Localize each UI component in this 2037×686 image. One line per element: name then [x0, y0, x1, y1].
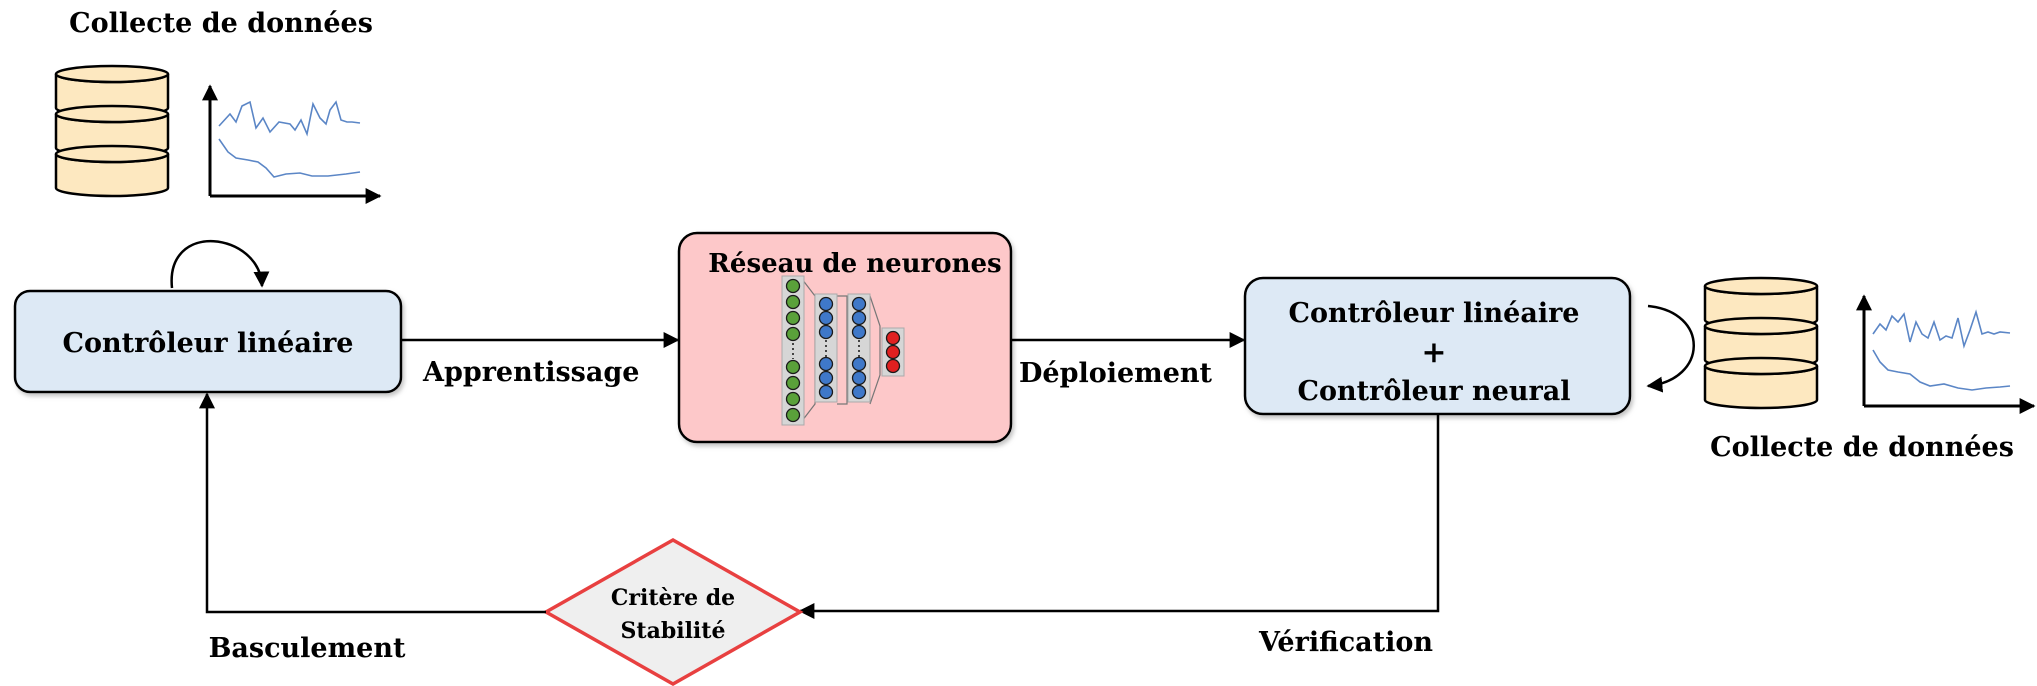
- learning-label: Apprentissage: [422, 357, 639, 388]
- neural-network-title: Réseau de neurones: [708, 249, 1001, 279]
- database-disk: [54, 64, 170, 118]
- database-icon-right: [1703, 276, 1819, 410]
- switching-arrow: [199, 392, 546, 614]
- neuron-node: [785, 391, 801, 407]
- neuron-node: [851, 310, 867, 326]
- linear-controller-rect: [13, 289, 403, 394]
- neuron-node: [785, 310, 801, 326]
- stability-criterion-diamond: Critère de Stabilité: [542, 537, 804, 686]
- stability-criterion-line2: Stabilité: [621, 618, 726, 644]
- chart-decaying-series: [218, 138, 361, 178]
- neuron-node: [818, 310, 834, 326]
- diamond-shape: [542, 537, 804, 686]
- timeseries-chart-icon-top: [202, 84, 382, 204]
- verification-arrow: [798, 414, 1440, 619]
- neuron-node: [785, 375, 801, 391]
- neural-network-graphic: [781, 275, 905, 426]
- neuron-layer: [814, 293, 838, 403]
- deployment-label: Déploiement: [1019, 358, 1213, 389]
- neuron-node: [851, 296, 867, 312]
- neuron-layer: [881, 327, 905, 377]
- self-loop-arrow: [170, 239, 270, 289]
- combined-controller-box: Contrôleur linéaire + Contrôleur neural: [1243, 276, 1632, 416]
- verification-label: Vérification: [1258, 627, 1433, 658]
- neuron-node: [851, 384, 867, 400]
- database-icon-top: [54, 64, 170, 198]
- combined-controller-line2: Contrôleur neural: [1298, 376, 1571, 407]
- combined-controller-plus: +: [1421, 335, 1446, 370]
- timeseries-chart-icon-right: [1856, 294, 2036, 414]
- switching-label: Basculement: [209, 633, 406, 664]
- linear-controller-box: Contrôleur linéaire: [13, 289, 403, 394]
- neuron-node: [818, 370, 834, 386]
- data-collection-loop-arrow: [1646, 304, 1695, 393]
- neuron-node: [818, 384, 834, 400]
- database-disk: [54, 144, 170, 198]
- database-disk: [1703, 356, 1819, 410]
- neuron-node: [851, 370, 867, 386]
- neuron-node: [818, 356, 834, 372]
- collect-data-label-right: Collecte de données: [1710, 432, 2014, 463]
- neuron-node: [785, 278, 801, 294]
- neural-network-rect: [677, 231, 1013, 444]
- neuron-node: [851, 356, 867, 372]
- linear-controller-label: Contrôleur linéaire: [62, 328, 353, 359]
- chart-noisy-series: [218, 100, 361, 137]
- neuron-layer: [847, 293, 871, 403]
- neuron-layer: [781, 275, 805, 426]
- collect-data-label-top: Collecte de données: [69, 8, 373, 39]
- database-disk: [1703, 276, 1819, 330]
- neuron-node: [785, 326, 801, 342]
- neuron-node: [885, 344, 901, 360]
- chart-noisy-series-right: [1872, 309, 2011, 349]
- database-disk: [54, 104, 170, 158]
- combined-controller-line1: Contrôleur linéaire: [1288, 298, 1579, 329]
- neuron-node: [851, 324, 867, 340]
- neural-network-box: Réseau de neurones: [677, 231, 1013, 444]
- chart-decaying-series-right: [1872, 349, 2011, 391]
- neuron-node: [785, 294, 801, 310]
- neuron-node: [818, 296, 834, 312]
- neuron-node: [885, 358, 901, 374]
- stability-criterion-line1: Critère de: [611, 585, 735, 611]
- neuron-node: [885, 330, 901, 346]
- neuron-node: [785, 407, 801, 423]
- neuron-node: [818, 324, 834, 340]
- neuron-node: [785, 359, 801, 375]
